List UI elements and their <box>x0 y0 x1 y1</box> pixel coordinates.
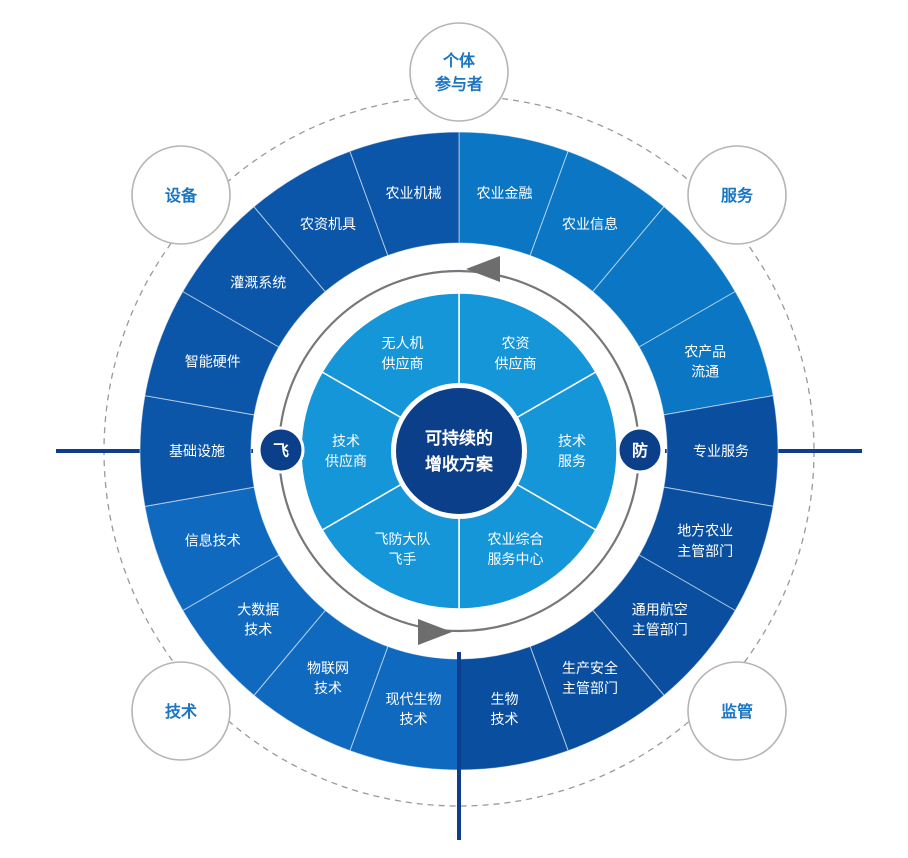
marker-left-circle <box>257 426 305 474</box>
outer-segment-label-line2: 技术 <box>244 623 272 639</box>
marker-left-label: 飞 <box>273 441 289 460</box>
outer-segment-label-line1: 灌溉系统 <box>230 276 286 292</box>
inner-segment-label-line1: 农资 <box>502 336 530 352</box>
satellite-label-line1: 服务 <box>721 186 754 205</box>
outer-segment-shape <box>349 131 460 257</box>
outer-segment-label-line2: 技术 <box>400 712 428 728</box>
satellite-technology: 技术 <box>131 661 231 761</box>
outer-segment-label-line2: 技术 <box>314 681 342 697</box>
outer-segment-label-line2: 技术 <box>490 712 518 728</box>
outer-segment-label-line1: 生物 <box>490 692 518 708</box>
outer-segment-label-line1: 农业金融 <box>476 186 532 202</box>
outer-segment-label-line1: 基础设施 <box>169 443 225 460</box>
outer-segment: 农业金融 <box>458 131 569 257</box>
satellite-label-line1: 监管 <box>721 702 753 721</box>
outer-segment-label-line1: 农产品 <box>684 344 726 360</box>
outer-segment-label-line1: 农业机械 <box>386 186 442 202</box>
satellite-circle <box>409 22 509 122</box>
inner-segment-label-line1: 技术 <box>558 434 586 450</box>
center-circle <box>396 388 522 514</box>
outer-segment-label-line1: 农业信息 <box>562 216 618 233</box>
outer-segment-label-line2: 主管部门 <box>562 681 618 697</box>
outer-segment-label-line1: 信息技术 <box>185 533 241 550</box>
outer-segment-label-line1: 通用航空 <box>632 602 688 618</box>
inner-segment-label-line1: 农业综合 <box>488 532 544 548</box>
satellite-circle <box>687 145 787 245</box>
outer-segment-label-line1: 物联网 <box>307 661 349 677</box>
outer-segment: 农业机械 <box>349 131 460 257</box>
outer-segment-label-line1: 大数据 <box>237 602 279 618</box>
cycle-arc-top <box>277 269 641 452</box>
inner-segment-label-line2: 服务 <box>558 454 586 470</box>
marker-right-label: 防 <box>632 441 648 460</box>
inner-segment-label-line1: 无人机 <box>382 336 424 352</box>
satellite-circle <box>131 661 231 761</box>
satellite-label-line1: 个体 <box>442 51 476 70</box>
outer-segment-label-line1: 农资机具 <box>300 217 356 233</box>
outer-segment-label-line2: 主管部门 <box>632 623 688 639</box>
inner-segment-label-line2: 服务中心 <box>488 552 544 568</box>
inner-segment-label-line2: 飞手 <box>389 552 417 568</box>
outer-segment-label-line2: 流通 <box>691 365 719 381</box>
cycle-arrow-top <box>466 256 500 282</box>
inner-segment-label-line1: 技术 <box>332 434 360 450</box>
marker-right-circle <box>616 426 664 474</box>
outer-segment-label-line2: 主管部门 <box>677 544 733 560</box>
cycle-arc-bottom <box>277 450 641 633</box>
outer-segment-label-line1: 专业服务 <box>693 444 749 460</box>
outer-ring: 农业金融农业信息农产品流通专业服务地方农业主管部门通用航空主管部门生产安全主管部… <box>139 131 779 771</box>
satellite-label-line1: 设备 <box>165 186 198 205</box>
satellite-equipment: 设备 <box>131 145 231 245</box>
outer-segment-label-line1: 生产安全 <box>562 660 618 677</box>
outer-segment-label-line1: 现代生物 <box>386 692 442 708</box>
outer-segment-label-line1: 智能硬件 <box>185 354 241 370</box>
cycle-arrow-bottom <box>418 619 452 645</box>
inner-segment-label-line2: 供应商 <box>382 355 424 372</box>
satellite-supervision: 监管 <box>687 661 787 761</box>
inner-segment-label-line2: 供应商 <box>325 453 367 470</box>
inner-segment-label-line1: 飞防大队 <box>375 532 431 548</box>
center-title-line2: 增收方案 <box>425 454 494 475</box>
satellite-label-line1: 技术 <box>165 702 197 721</box>
center-title-line1: 可持续的 <box>425 428 493 449</box>
satellite-label-line2: 参与者 <box>435 74 483 93</box>
outer-segment: 农业信息 <box>529 150 665 293</box>
satellite-circle <box>131 145 231 245</box>
satellite-service: 服务 <box>687 145 787 245</box>
outer-segment-label-line1: 地方农业 <box>677 523 733 539</box>
satellite-circle <box>687 661 787 761</box>
inner-segment-label-line2: 供应商 <box>495 355 537 372</box>
